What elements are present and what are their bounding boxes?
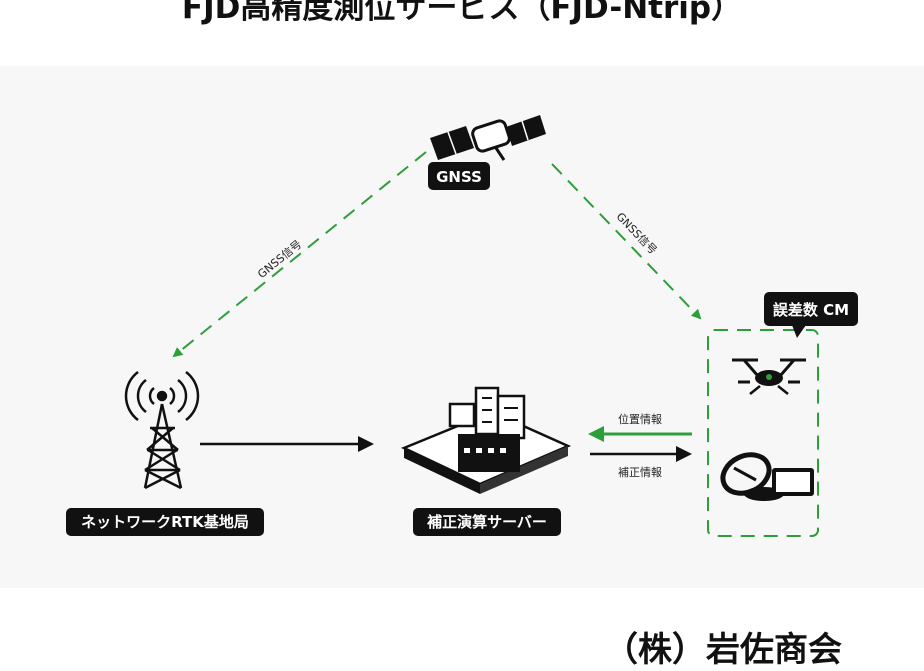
gnss-signal-right-arrow — [551, 163, 702, 320]
receivers-group-box — [707, 329, 819, 537]
server-label-box — [413, 508, 561, 536]
error-badge — [764, 292, 858, 338]
gnss-signal-left-arrow — [172, 151, 427, 358]
diagram-title: FJD高精度測位サービス（FJD-Ntrip） — [181, 0, 743, 26]
gnss-signal-right-label: GNSS信号 — [614, 210, 660, 257]
position-info-label: 位置情報 — [618, 412, 662, 426]
gnss-signal-left-label: GNSS信号 — [255, 238, 304, 281]
diagram-panel — [0, 66, 924, 588]
tower-to-server-arrowhead — [358, 436, 374, 452]
satellite-icon — [430, 115, 546, 161]
server-label: 補正演算サーバー — [426, 513, 547, 531]
position-info-arrowhead — [588, 426, 604, 442]
company-name: （株）岩佐商会 — [604, 630, 842, 670]
antenna-tower-icon — [124, 371, 200, 490]
correction-info-label: 補正情報 — [618, 466, 662, 479]
steering-wheel-tablet-icon — [720, 452, 814, 501]
network-rtk-label: ネットワークRTK基地局 — [81, 513, 249, 531]
server-buildings-icon — [400, 386, 572, 494]
gnss-label-box — [428, 162, 490, 190]
network-rtk-label-box — [66, 508, 264, 536]
correction-info-arrowhead — [676, 446, 692, 462]
error-badge-label: 誤差数 CM — [773, 301, 849, 319]
gnss-label: GNSS — [436, 168, 482, 186]
drone-icon — [732, 358, 806, 395]
